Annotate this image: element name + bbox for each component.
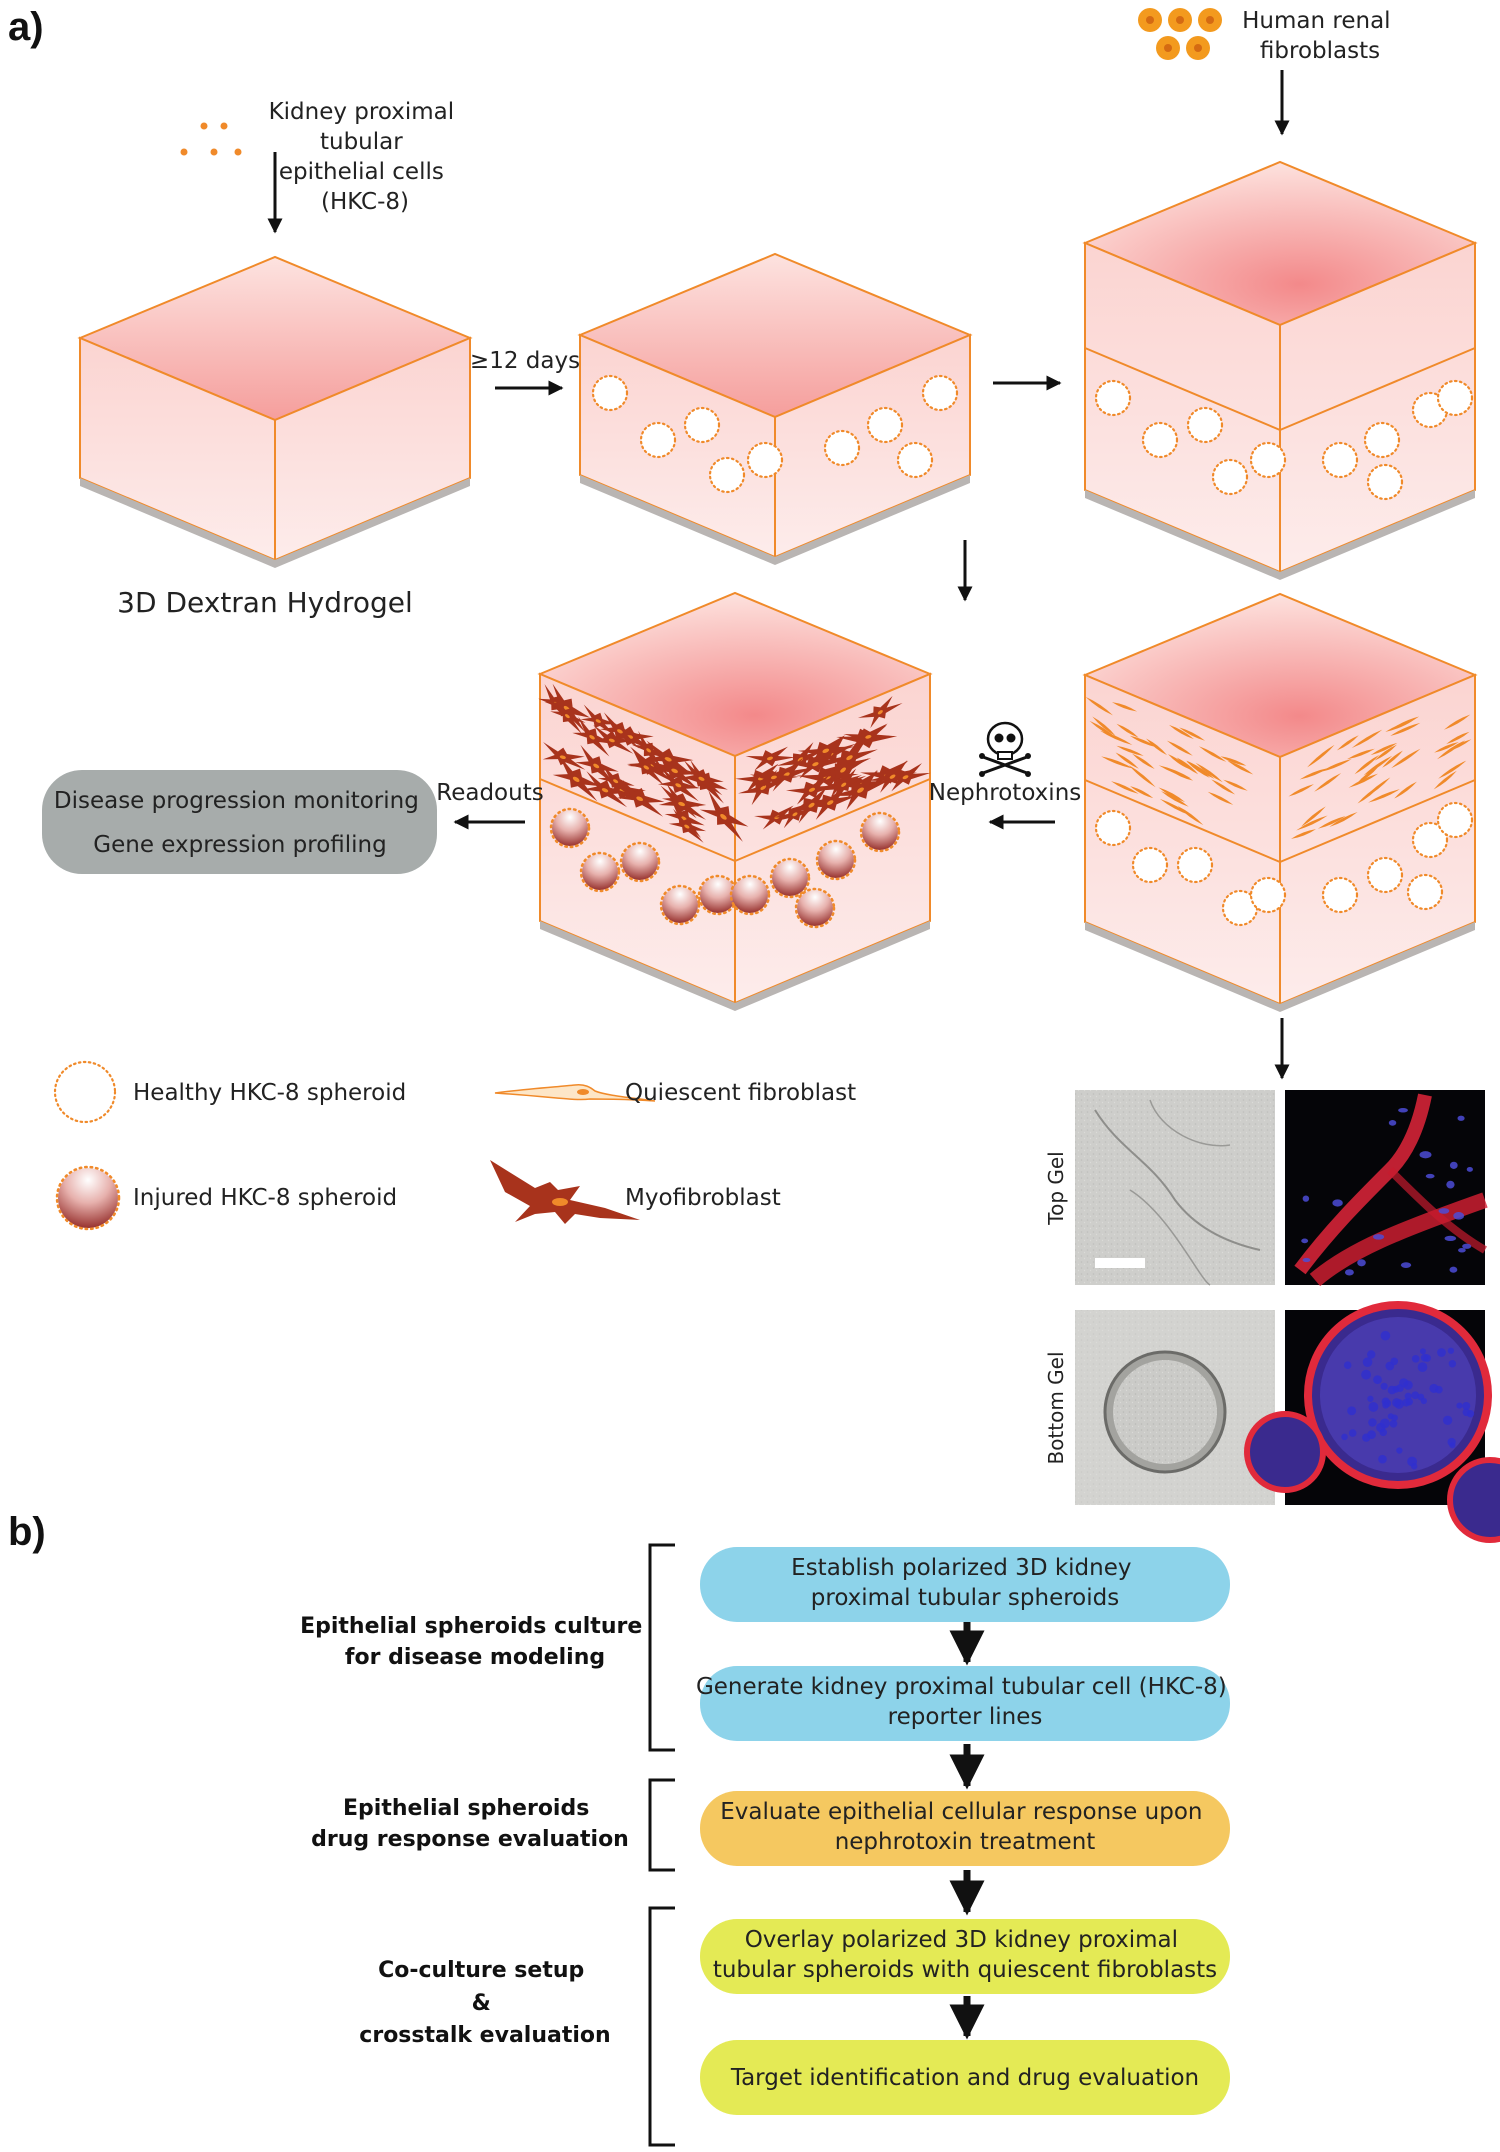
bottom-gel-label: Bottom Gel xyxy=(1044,1351,1068,1464)
bracket-coculture xyxy=(648,1906,675,2147)
panel-b-label: b) xyxy=(8,1510,46,1554)
legend-healthy-spheroid-icon xyxy=(53,1060,117,1124)
readout-box xyxy=(42,770,437,874)
stage-label-coculture: Co-culture setup & crosstalk evaluation xyxy=(359,1958,610,2048)
readout-box-text: Disease progression monitoring Gene expr… xyxy=(54,788,426,858)
fibroblast-label: Human renal fibroblasts xyxy=(1242,8,1398,64)
step-target-identification-text: Target identification and drug evaluatio… xyxy=(730,2065,1199,2091)
nephrotoxins-label: Nephrotoxins xyxy=(929,780,1082,806)
workflow-steps: Establish polarized 3D kidney proximal t… xyxy=(696,1547,1234,2115)
scale-bar xyxy=(1095,1258,1145,1268)
legend-myofibroblast-label: Myofibroblast xyxy=(625,1185,781,1211)
hkc8-label: Kidney proximal tubular epithelial cells… xyxy=(269,99,462,215)
stage-label-culture: Epithelial spheroids culture for disease… xyxy=(300,1614,650,1670)
legend-injured-label: Injured HKC-8 spheroid xyxy=(133,1185,397,1211)
step-reporter-lines xyxy=(700,1666,1230,1741)
skull-icon xyxy=(979,721,1031,777)
readouts-label: Readouts xyxy=(436,780,543,806)
hkc8-cells-icon xyxy=(180,122,242,156)
step-establish-spheroids-text: Establish polarized 3D kidney proximal t… xyxy=(791,1555,1139,1611)
legend: Healthy HKC-8 spheroid Injured HKC-8 sph… xyxy=(53,1060,856,1231)
hydrogel-cube-coculture xyxy=(1082,592,1478,1012)
legend-healthy-label: Healthy HKC-8 spheroid xyxy=(133,1080,406,1106)
hydrogel-label: 3D Dextran Hydrogel xyxy=(117,586,413,619)
step-reporter-lines-text: Generate kidney proximal tubular cell (H… xyxy=(696,1674,1234,1730)
fibroblast-cells-icon xyxy=(1138,8,1222,60)
panel-a-label: a) xyxy=(8,5,44,49)
step-establish-spheroids xyxy=(700,1547,1230,1622)
step-nephrotoxin-response-text: Evaluate epithelial cellular response up… xyxy=(720,1799,1210,1855)
workflow-stages: Epithelial spheroids culture for disease… xyxy=(300,1543,675,2147)
hydrogel-cube-injured xyxy=(537,591,933,1011)
step-target-identification xyxy=(700,2040,1230,2115)
step-nephrotoxin-response xyxy=(700,1791,1230,1866)
legend-injured-spheroid-icon xyxy=(55,1165,121,1231)
bracket-drug-response xyxy=(648,1778,675,1872)
top-gel-label: Top Gel xyxy=(1044,1151,1068,1225)
bracket-culture xyxy=(648,1543,675,1752)
legend-quiescent-fibroblast-icon xyxy=(494,1084,656,1102)
hydrogel-cube-spheroids xyxy=(577,252,973,565)
hydrogel-cube-bilayer xyxy=(1082,160,1478,580)
days-label: ≥12 days xyxy=(470,348,580,374)
legend-quiescent-label: Quiescent fibroblast xyxy=(625,1080,856,1106)
stage-label-drug-response: Epithelial spheroids drug response evalu… xyxy=(311,1796,629,1852)
step-overlay-fibroblasts xyxy=(700,1919,1230,1994)
legend-myofibroblast-icon xyxy=(490,1160,640,1224)
micrograph-grid xyxy=(1075,1090,1500,1543)
hydrogel-cube-empty xyxy=(77,255,473,568)
step-overlay-fibroblasts-text: Overlay polarized 3D kidney proximal tub… xyxy=(713,1927,1217,1983)
